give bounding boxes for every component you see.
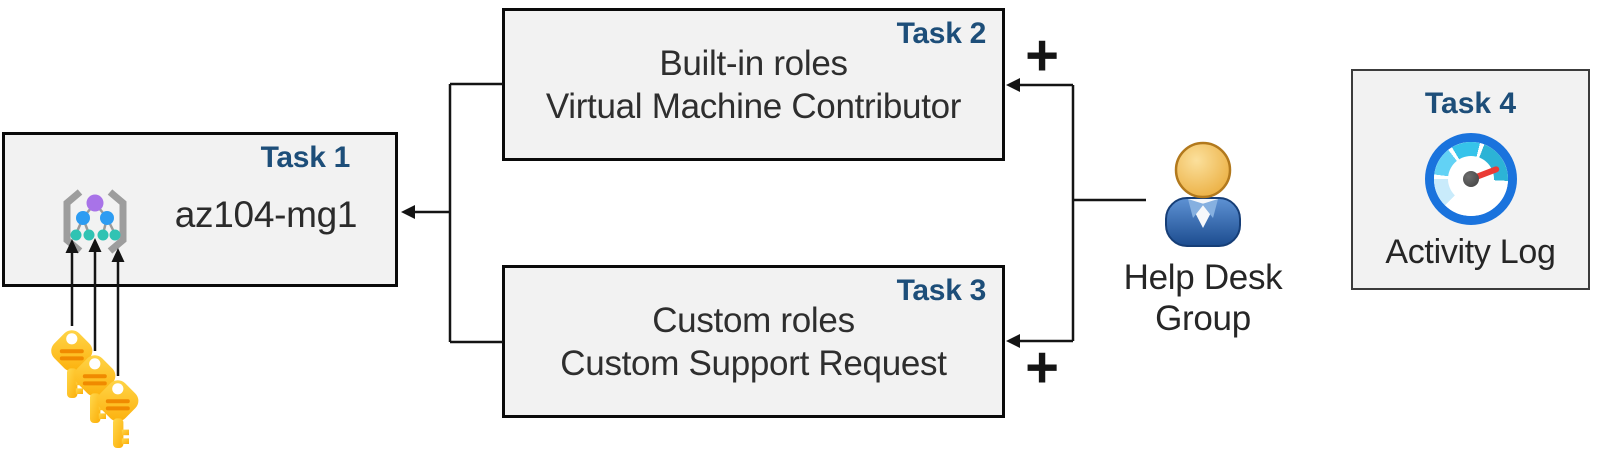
task2-line1: Built-in roles [659, 43, 848, 83]
arrowhead-into-task3 [1006, 334, 1020, 348]
help-desk-caption-line2: Group [1155, 299, 1251, 338]
task3-line1: Custom roles [652, 300, 855, 340]
task3-label: Task 3 [896, 274, 987, 307]
task3-line2: Custom Support Request [560, 343, 947, 383]
arrowhead-into-task1 [401, 205, 415, 219]
three-gold-keys-icon [51, 330, 139, 448]
arrowhead-into-task2 [1006, 78, 1020, 92]
help-desk-group-caption: Help Desk Group [1108, 257, 1298, 339]
gauge-pivot [1463, 171, 1479, 187]
arrowhead-key1 [65, 239, 79, 253]
task1-title: az104-mg1 [174, 194, 358, 235]
task1-label: Task 1 [260, 141, 351, 174]
plus-sign-task3: + [1025, 335, 1059, 400]
arrowhead-key2 [88, 238, 102, 252]
task2-label: Task 2 [896, 17, 987, 50]
task1-box: Task 1 az104-mg1 [2, 132, 398, 287]
task4-label: Task 4 [1424, 87, 1517, 120]
activity-log-gauge-icon [1425, 133, 1517, 225]
task4-box: Task 4 Activity Log [1351, 69, 1590, 290]
plus-sign-task2: + [1025, 23, 1059, 88]
task4-title: Activity Log [1385, 233, 1556, 271]
key-icon-3 [97, 380, 139, 448]
task2-box: Task 2 Built-in roles Virtual Machine Co… [502, 8, 1005, 161]
arrowhead-key3 [111, 248, 125, 262]
task3-box: Task 3 Custom roles Custom Support Reque… [502, 265, 1005, 418]
task2-line2: Virtual Machine Contributor [545, 86, 962, 126]
help-desk-user-icon [1165, 141, 1241, 247]
help-desk-caption-line1: Help Desk [1123, 258, 1283, 297]
management-group-icon [63, 189, 127, 254]
